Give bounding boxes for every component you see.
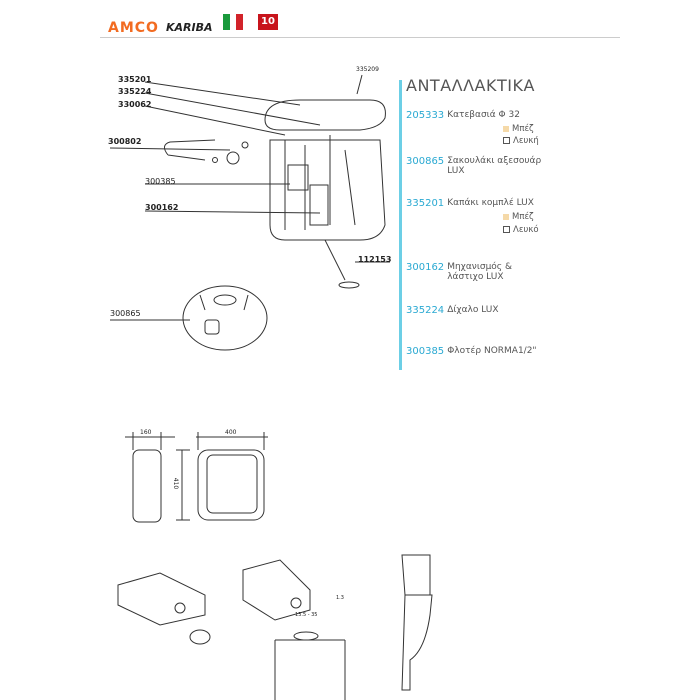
- dim-range: 13.5 - 35: [295, 612, 318, 618]
- label-335201: 335201: [118, 75, 152, 84]
- parts-list-accent-bar: [399, 80, 402, 370]
- color-option: Μπέζ: [503, 124, 534, 134]
- label-335224: 335224: [118, 87, 152, 96]
- amco-logo: AMCO: [108, 20, 159, 36]
- label-335209: 335209: [356, 66, 379, 73]
- color-option: Λευκό: [503, 225, 539, 235]
- warranty-badge: 10: [258, 14, 278, 30]
- label-300385: 300385: [145, 177, 176, 186]
- kariba-logo: KARIBA: [166, 21, 213, 34]
- label-300865: 300865: [110, 309, 141, 318]
- color-option: Λευκή: [503, 136, 539, 146]
- label-300802: 300802: [108, 137, 142, 146]
- dim-width: 400: [225, 429, 237, 436]
- header-divider: [100, 37, 620, 38]
- dim-depth: 160: [140, 429, 152, 436]
- made-in-italy-flag-icon: [223, 14, 244, 30]
- color-option: Μπέζ: [503, 212, 534, 222]
- parts-list-title: ΑΝΤΑΛΛΑΚΤΙΚΑ: [406, 76, 535, 95]
- label-112153: 112153: [358, 255, 392, 264]
- dim-offset: 1.3: [336, 595, 344, 601]
- label-330062: 330062: [118, 100, 152, 109]
- dim-height: 410: [172, 477, 180, 490]
- label-300162: 300162: [145, 203, 179, 212]
